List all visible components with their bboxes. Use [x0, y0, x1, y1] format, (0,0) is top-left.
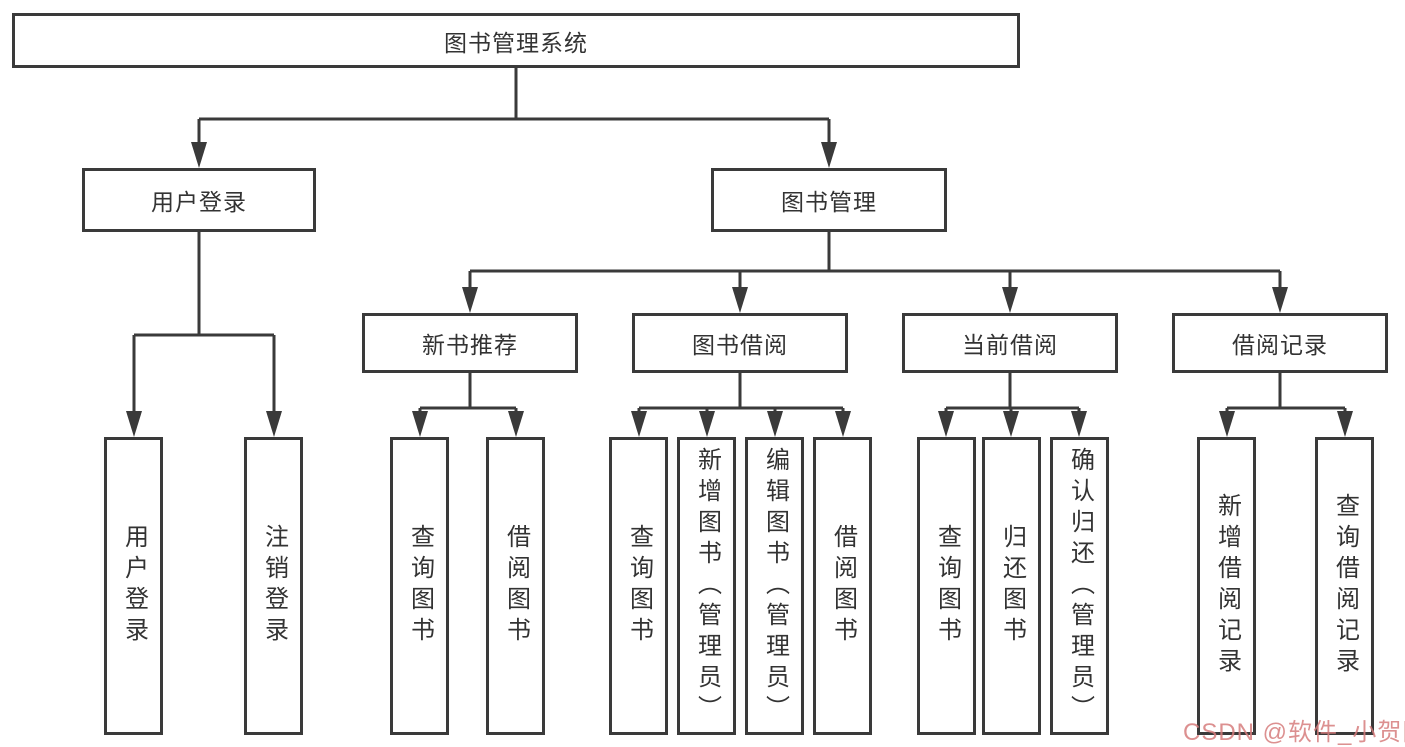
node-label: 新增图书（管理员）: [693, 446, 721, 726]
node-label: 图书管理: [781, 189, 877, 215]
node-label: 编辑图书（管理员）: [761, 446, 789, 726]
node-label: 当前借阅: [962, 332, 1058, 358]
node-user-login: 用户登录: [82, 168, 316, 232]
node-label: 确认归还（管理员）: [1066, 446, 1094, 726]
node-current-borrowing: 当前借阅: [902, 313, 1118, 373]
node-label: 借阅图书: [829, 524, 857, 648]
node-label: 查询借阅记录: [1331, 493, 1359, 679]
csdn-watermark: CSDN @软件_小贺同学: [1183, 719, 1405, 746]
node-label: 用户登录: [120, 524, 148, 648]
node-label: 新增借阅记录: [1213, 493, 1241, 679]
connector-user-login-branch: [126, 232, 282, 437]
node-leaf-query-book-2: 查询图书: [609, 437, 668, 735]
node-leaf-query-book-3: 查询图书: [917, 437, 976, 735]
node-label: 注销登录: [260, 524, 288, 648]
node-leaf-add-book-admin: 新增图书（管理员）: [677, 437, 736, 735]
node-leaf-user-login: 用户登录: [104, 437, 163, 735]
node-leaf-borrow-book-2: 借阅图书: [813, 437, 872, 735]
connector-book-borrowing-branch: [631, 373, 851, 437]
node-root-system: 图书管理系统: [12, 13, 1020, 68]
node-leaf-confirm-return-admin: 确认归还（管理员）: [1050, 437, 1109, 735]
node-book-borrowing: 图书借阅: [632, 313, 848, 373]
node-new-book-recommendation: 新书推荐: [362, 313, 578, 373]
node-label: 查询图书: [406, 524, 434, 648]
node-leaf-borrow-book-1: 借阅图书: [486, 437, 545, 735]
node-leaf-query-book-1: 查询图书: [390, 437, 449, 735]
node-leaf-query-borrow-record: 查询借阅记录: [1315, 437, 1374, 735]
node-label: 查询图书: [625, 524, 653, 648]
node-label: 用户登录: [151, 189, 247, 215]
connector-current-borrowing-branch: [938, 373, 1087, 437]
node-leaf-edit-book-admin: 编辑图书（管理员）: [745, 437, 804, 735]
node-book-management: 图书管理: [711, 168, 947, 232]
node-label: 新书推荐: [422, 332, 518, 358]
connector-book-management-branch: [462, 232, 1288, 313]
node-label: 查询图书: [933, 524, 961, 648]
node-label: 图书借阅: [692, 332, 788, 358]
node-label: 图书管理系统: [444, 29, 588, 56]
node-label: 归还图书: [998, 524, 1026, 648]
node-leaf-return-book: 归还图书: [982, 437, 1041, 735]
node-label: 借阅记录: [1232, 332, 1328, 358]
node-borrowing-records: 借阅记录: [1172, 313, 1388, 373]
node-leaf-logout: 注销登录: [244, 437, 303, 735]
connector-borrowing-records-branch: [1219, 373, 1353, 437]
node-label: 借阅图书: [502, 524, 530, 648]
node-leaf-add-borrow-record: 新增借阅记录: [1197, 437, 1256, 735]
connector-root-to-level2: [191, 68, 837, 168]
connector-new-book-branch: [412, 373, 524, 437]
